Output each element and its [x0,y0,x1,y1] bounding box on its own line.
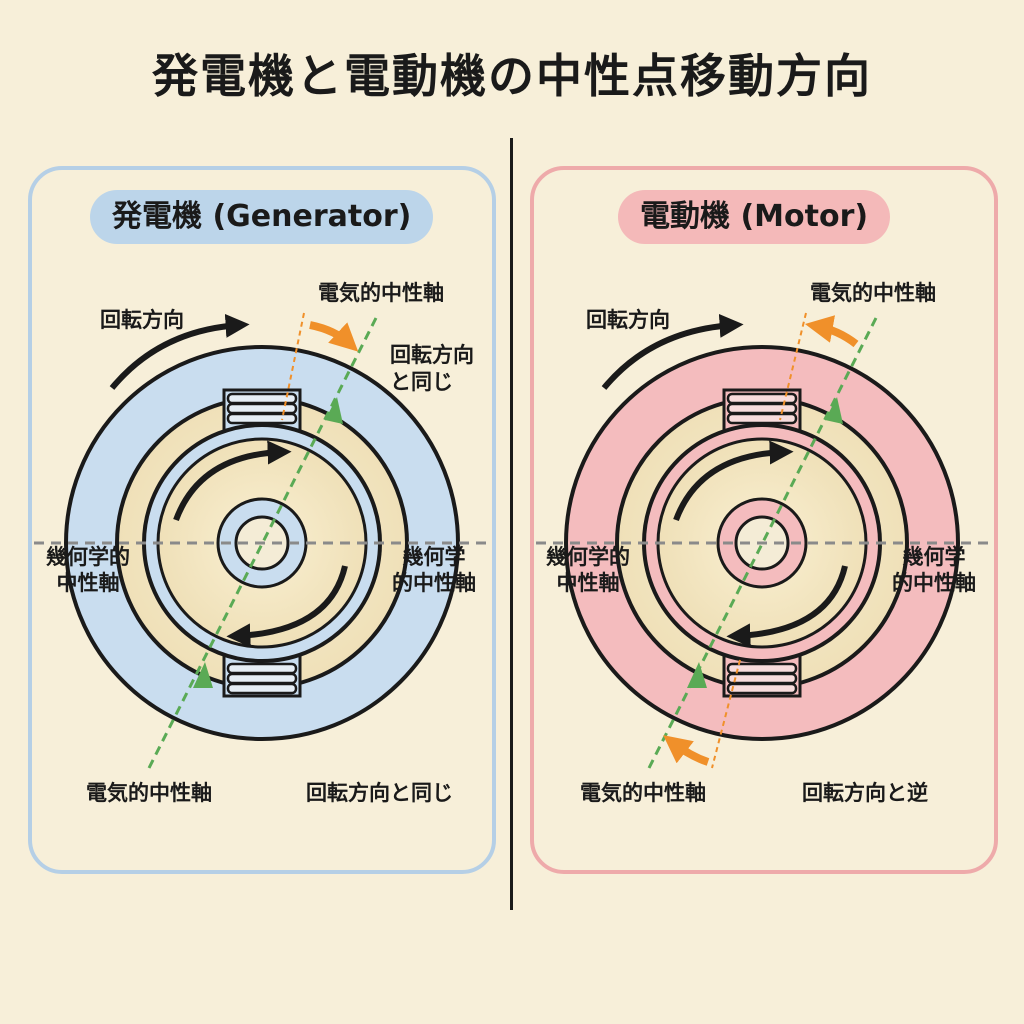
motor-rotation-arrow-inner-bottom [726,565,848,648]
page-title: 発電機と電動機の中性点移動方向 [152,49,872,103]
motor-geometric-axis-label-left-line1: 幾何学的 [546,545,630,569]
motor-shift-arrow-bottom [663,735,710,766]
motor-geometric-axis-label-right-line1: 幾何学 [902,545,966,569]
motor-electrical-axis [646,317,878,771]
generator-geometric-axis-label-right-line1: 幾何学 [402,545,466,569]
generator-electrical-axis-label-top: 電気的中性軸 [318,281,444,305]
motor-geometric-axis-label-right-line2: 的中性軸 [892,571,976,595]
center-divider [510,138,513,910]
generator-geometric-axis-label-left-line2: 中性軸 [56,571,120,595]
motor-geometric-axis-label-left-line2: 中性軸 [556,571,620,595]
generator-rotation-arrow-inner-bottom [226,565,348,648]
motor-rotation-arrow-inner-top [673,440,794,522]
motor-axis-arrowhead-bottom [687,662,707,688]
generator-shift-note-top-line1: 回転方向 [390,343,474,367]
motor-rotation-label: 回転方向 [586,308,670,332]
generator-shifted-guide-top [281,312,305,421]
motor-shift-arrow-top [804,315,859,348]
generator-diagram [34,312,492,771]
generator-shift-arrow-top [309,321,359,352]
motor-heading: 電動機 (Motor) [618,190,891,244]
generator-shift-note-top-line2: と同じ [390,370,453,394]
generator-heading: 発電機 (Generator) [90,190,434,244]
motor-shift-note-bottom: 回転方向と逆 [802,781,928,805]
motor-coil-bottom [726,662,798,695]
motor-coil-top [726,392,798,425]
generator-shift-note-bottom: 回転方向と同じ [306,781,453,805]
motor-shifted-guide-top [779,312,807,421]
generator-coil-bottom [226,662,298,695]
generator-rotation-arrow-outer [109,313,250,390]
motor-panel [530,166,998,874]
generator-electrical-axis [146,317,378,771]
motor-rotation-arrow-outer [601,313,744,390]
generator-geometric-axis-label-right-line2: 的中性軸 [392,571,476,595]
generator-geometric-axis-label-left-line1: 幾何学的 [46,545,130,569]
motor-electrical-axis-label-bottom: 電気的中性軸 [580,781,706,805]
generator-electrical-axis-label-bottom: 電気的中性軸 [86,781,212,805]
motor-axis-arrowhead-top [825,397,843,424]
motor-diagram [536,312,994,771]
generator-rotation-label: 回転方向 [100,308,184,332]
generator-axis-arrowhead-bottom [193,662,213,688]
motor-shifted-guide-bottom [711,659,741,769]
motor-electrical-axis-label-top: 電気的中性軸 [810,281,936,305]
generator-rotation-arrow-inner-top [173,440,292,522]
generator-coil-top [226,392,298,425]
generator-panel [28,166,496,874]
generator-axis-arrowhead-top [325,397,343,424]
